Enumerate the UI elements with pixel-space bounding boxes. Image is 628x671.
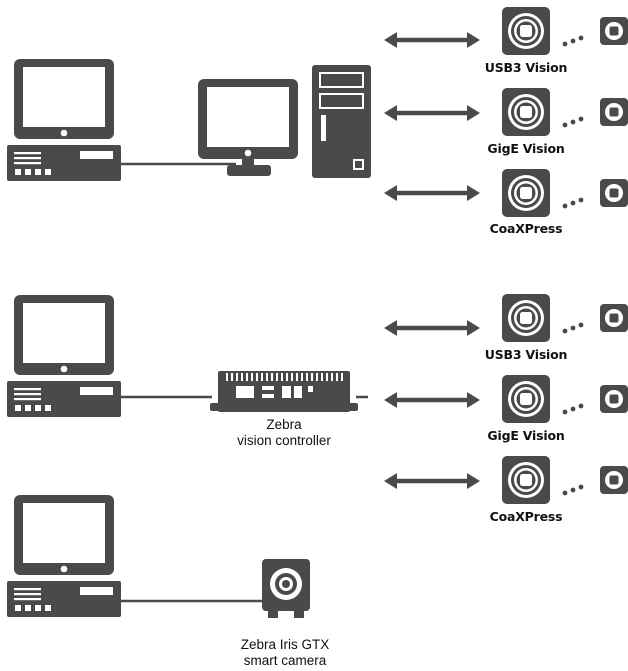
smart-camera-label-line-1: Zebra Iris GTX [240,637,330,652]
interface-label: CoaXPress [489,221,563,236]
smart-camera-device [262,559,310,618]
camera-icon [502,375,550,423]
small-camera-icon [600,466,628,494]
small-camera-icon [600,385,628,413]
small-camera-icon [600,304,628,332]
interface-label: GigE Vision [487,428,565,443]
interface-label: USB3 Vision [484,60,568,75]
link-arrow-2-3 [384,473,480,489]
dots-icon [562,484,584,496]
section-pc [7,7,628,217]
link-arrow-2-1 [384,320,480,336]
small-camera-icon [600,17,628,45]
link-arrow-1-3 [384,185,480,201]
small-camera-icon [600,98,628,126]
link-arrow-1-1 [384,32,480,48]
section-controller [7,294,628,504]
workstation-2 [7,295,121,417]
dots-icon [562,403,584,415]
vision-controller-device [210,371,358,412]
workstation-1 [7,59,121,181]
link-arrow-2-2 [384,392,480,408]
smart-camera-label-line-2: smart camera [243,653,327,668]
controller-label-line-2: vision controller [237,433,331,448]
interface-label: USB3 Vision [484,347,568,362]
interface-label: GigE Vision [487,141,565,156]
small-camera-icon [600,179,628,207]
interface-label: CoaXPress [489,509,563,524]
link-arrow-1-2 [384,105,480,121]
camera-icon [502,88,550,136]
controller-label-line-1: Zebra [266,417,302,432]
camera-icon [502,294,550,342]
dots-icon [562,197,584,209]
pc-monitor [198,79,298,176]
dots-icon [562,116,584,128]
camera-icon [502,7,550,55]
dots-icon [562,35,584,47]
dots-icon [562,322,584,334]
camera-icon [502,456,550,504]
workstation-3 [7,495,121,617]
camera-icon [502,169,550,217]
pc-tower [312,65,371,178]
section-smart-camera [7,495,310,618]
